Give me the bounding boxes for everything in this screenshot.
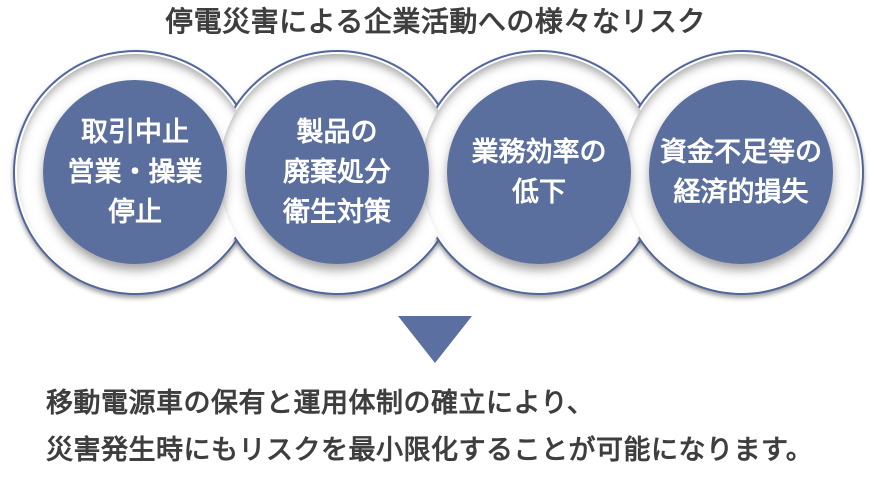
risk-circle-risk-economic-loss: 資金不足等の経済的損失	[649, 80, 833, 264]
risk-circle-label-line: 廃棄処分	[283, 157, 391, 187]
risk-circle-label-line: 取引中止	[81, 117, 189, 147]
diagram-title: 停電災害による企業活動への様々なリスク	[165, 6, 706, 37]
risk-circle-label-line: 低下	[512, 177, 566, 207]
down-triangle-icon	[398, 316, 472, 363]
risk-circle-risk-trade-stop: 取引中止営業・操業停止	[43, 80, 227, 264]
risk-circle-label-line: 業務効率の	[471, 137, 607, 167]
conclusion-text: 移動電源車の保有と運用体制の確立により、 災害発生時にもリスクを最小限化すること…	[46, 380, 813, 474]
risk-circle-risk-product-waste: 製品の廃棄処分衛生対策	[245, 80, 429, 264]
risk-circle-label-line: 衛生対策	[283, 197, 391, 227]
risk-circle-risk-efficiency-drop: 業務効率の低下	[447, 80, 631, 264]
risk-circle-label-line: 営業・操業	[67, 157, 203, 187]
risk-circle-label-line: 停止	[108, 197, 162, 227]
risk-circle-label-line: 資金不足等の	[660, 137, 822, 167]
conclusion-line-2: 災害発生時にもリスクを最小限化することが可能になります。	[46, 435, 814, 465]
conclusion-line-1: 移動電源車の保有と運用体制の確立により、	[46, 388, 595, 418]
risk-circle-label-line: 製品の	[296, 117, 378, 147]
risk-circle-label-line: 経済的損失	[673, 177, 809, 207]
